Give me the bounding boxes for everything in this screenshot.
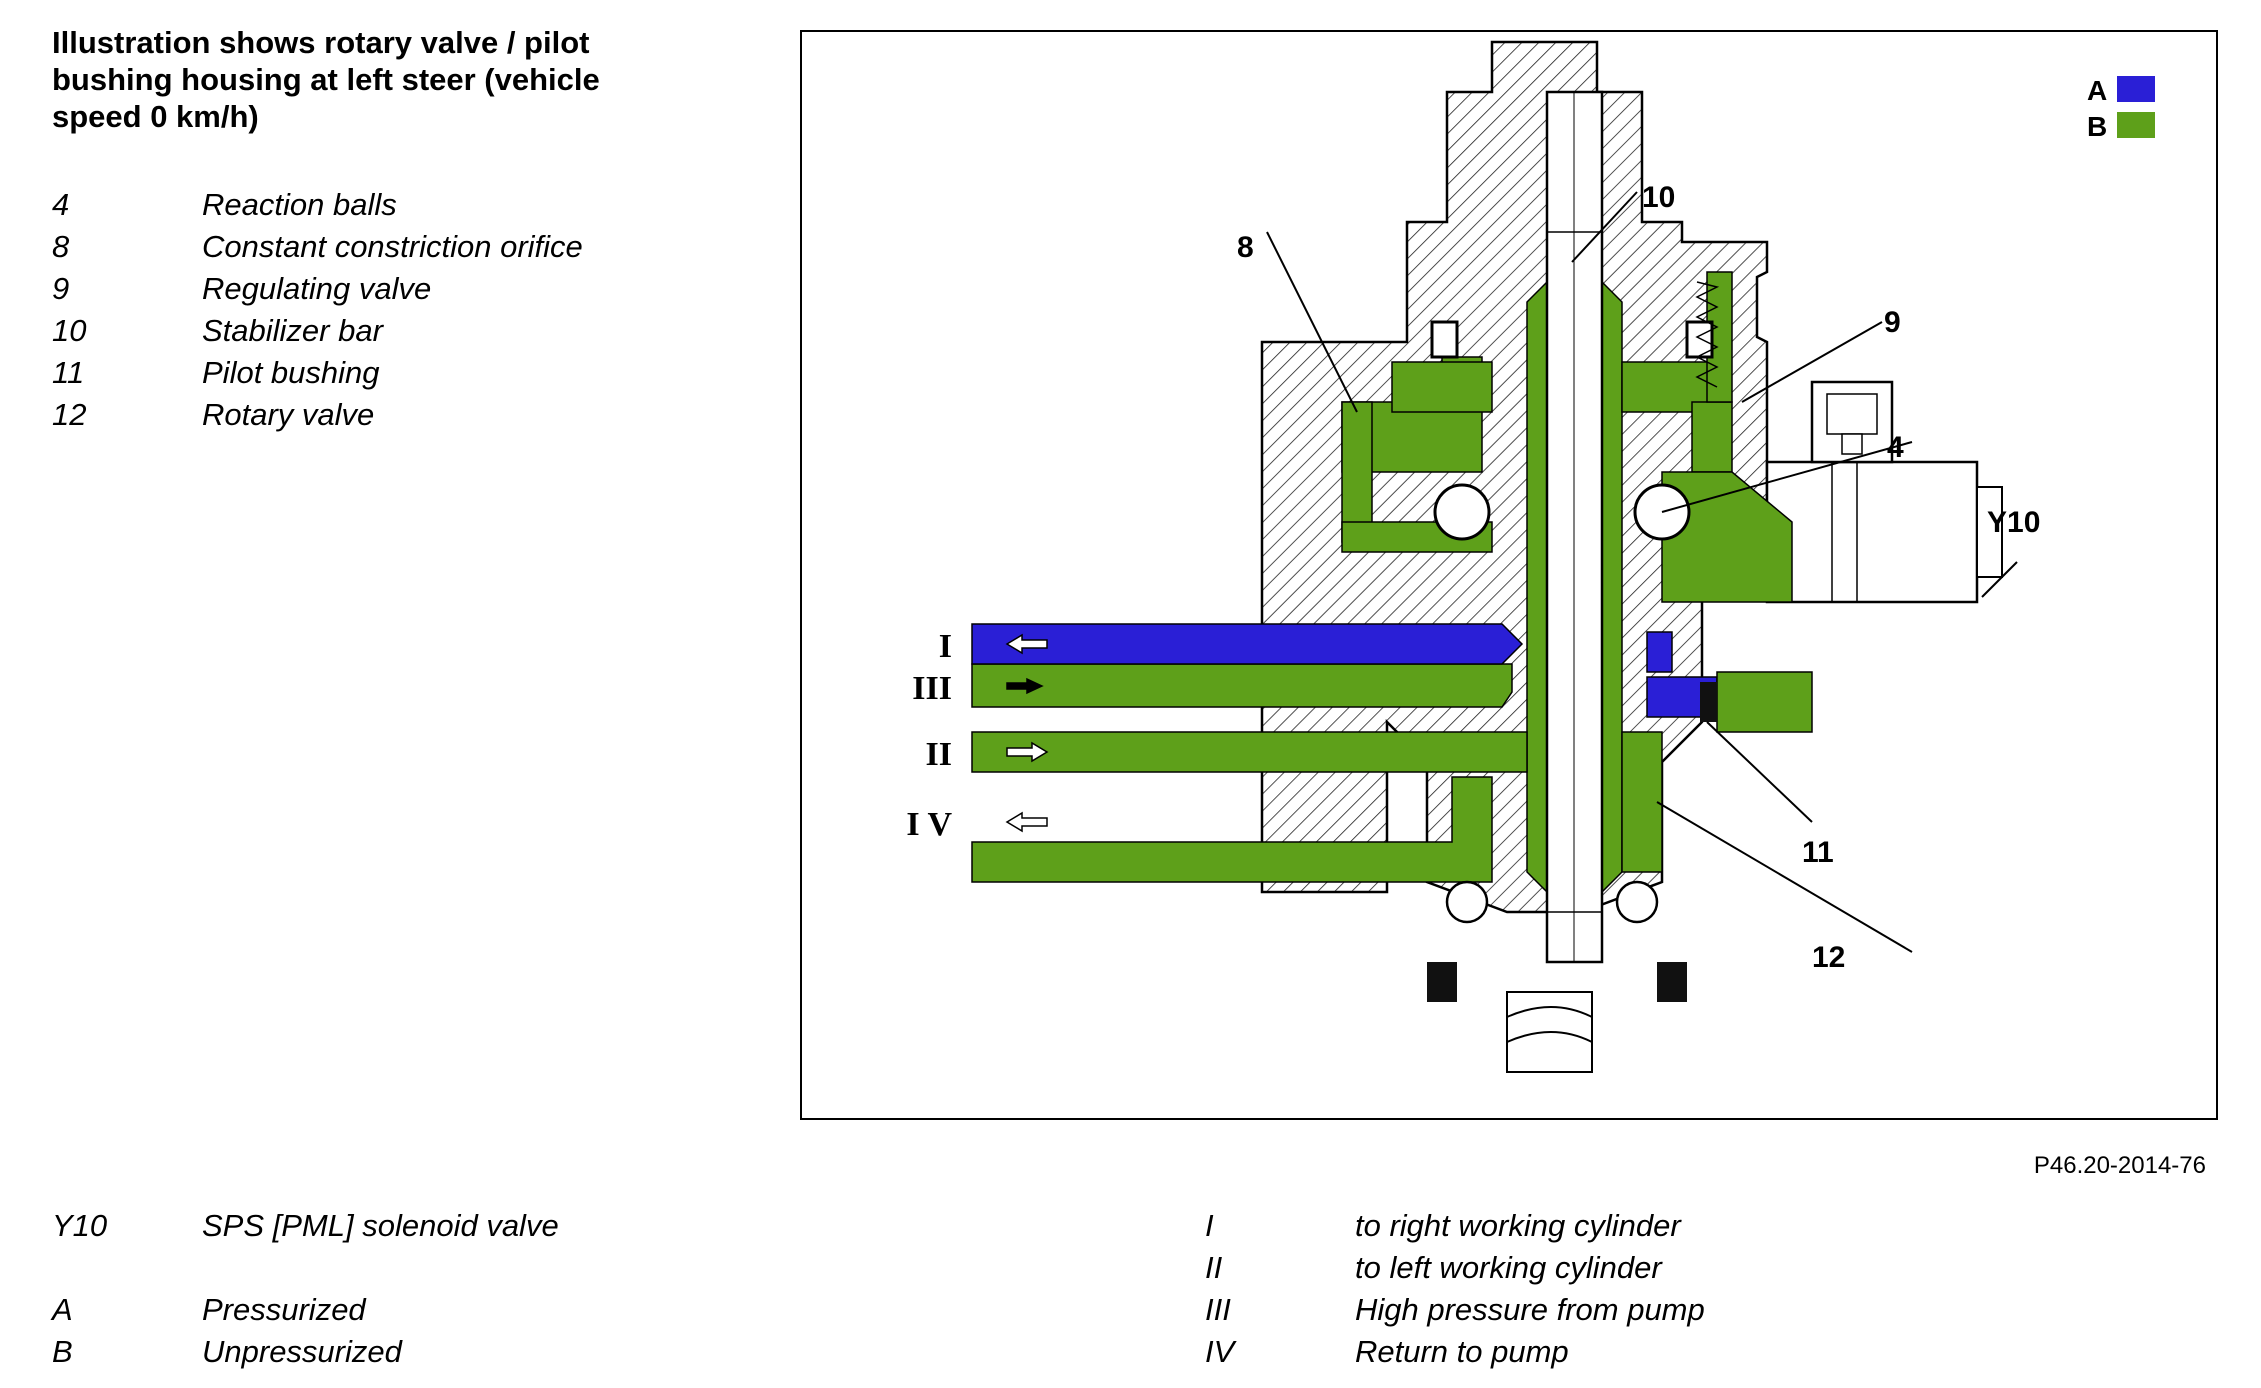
legend-label: Regulating valve — [202, 271, 432, 306]
legend-number: 12 — [52, 397, 87, 432]
legend-number: 9 — [52, 271, 70, 306]
unpressurized-passages — [971, 271, 1793, 894]
port-label-iv: I V — [906, 806, 952, 843]
legend-label: Pilot bushing — [202, 355, 380, 390]
solenoid-valve-y10 — [1765, 380, 2003, 604]
legend-key: II — [1205, 1250, 1223, 1285]
callout-10: 10 — [1642, 181, 1675, 214]
legend-label: Unpressurized — [202, 1334, 402, 1369]
valve-cross-section-diagram: 8 10 9 4 Y10 11 12 I III II I V A B — [906, 40, 2155, 1073]
port-arrows — [1005, 633, 1049, 833]
seal-ring — [1430, 320, 1459, 359]
regulating-valve-spring — [1695, 281, 1720, 388]
legend-label: Stabilizer bar — [202, 313, 383, 348]
page-title: Illustration shows rotary valve / pilot … — [52, 25, 600, 134]
legend-label: SPS [PML] solenoid valve — [202, 1208, 559, 1243]
callout-12: 12 — [1812, 941, 1845, 974]
legend-label: High pressure from pump — [1355, 1292, 1705, 1327]
legend-key: B — [52, 1334, 73, 1369]
legend-item: 4 Reaction balls — [52, 184, 583, 226]
legend-label: Constant constriction orifice — [202, 229, 583, 264]
legend-label: Pressurized — [202, 1292, 366, 1327]
pinion-thread — [1506, 1006, 1593, 1043]
legend-item: 12 Rotary valve — [52, 394, 583, 436]
port-label-iii: III — [912, 670, 952, 707]
color-legend: A B — [2087, 75, 2155, 142]
reaction-ball-left — [1433, 483, 1491, 541]
solenoid-seal — [1700, 682, 1717, 722]
callout-9: 9 — [1884, 306, 1901, 339]
legend-label: Reaction balls — [202, 187, 397, 222]
callout-4: 4 — [1887, 431, 1904, 464]
bearing-ball — [1445, 880, 1489, 924]
figure-reference: P46.20-2014-76 — [2033, 1152, 2206, 1179]
legend-label: Return to pump — [1355, 1334, 1569, 1369]
legend-key: A — [52, 1292, 73, 1327]
port-label-i: I — [939, 628, 952, 665]
legend-key-a: A — [2087, 75, 2107, 106]
port-label-ii: II — [926, 736, 952, 773]
diagram-frame: 8 10 9 4 Y10 11 12 I III II I V A B — [800, 30, 2218, 1120]
bearing-ball — [1615, 880, 1659, 924]
legend-number: 11 — [52, 355, 85, 390]
parts-legend: 4 Reaction balls 8 Constant constriction o… — [52, 184, 583, 436]
stabilizer-bar — [1545, 90, 1604, 964]
legend-bottom-left: Y10 SPS [PML] solenoid valve A Pressuriz… — [52, 1208, 752, 1388]
legend-item: 8 Constant constriction orifice — [52, 226, 583, 268]
legend-key: III — [1205, 1292, 1231, 1327]
legend-key: IV — [1205, 1334, 1235, 1369]
pressurized-swatch — [2117, 76, 2155, 102]
legend-item: 9 Regulating valve — [52, 268, 583, 310]
legend-label: to left working cylinder — [1355, 1250, 1662, 1285]
legend-label: to right working cylinder — [1355, 1208, 1681, 1243]
legend-number: 4 — [52, 187, 70, 222]
legend-key: I — [1205, 1208, 1214, 1243]
solenoid-plunger — [1716, 671, 1813, 733]
legend-label: Rotary valve — [202, 397, 375, 432]
unpressurized-swatch — [2117, 112, 2155, 138]
legend-number: 10 — [52, 313, 87, 348]
legend-key: Y10 — [52, 1208, 108, 1243]
callout-11: 11 — [1802, 836, 1834, 869]
seal-block — [1657, 962, 1687, 1002]
legend-item: 10 Stabilizer bar — [52, 310, 583, 352]
seal-block — [1427, 962, 1457, 1002]
callout-y10: Y10 — [1987, 506, 2040, 539]
legend-key-b: B — [2087, 111, 2107, 142]
legend-bottom-right: I to right working cylinder II to left w… — [1205, 1208, 2005, 1388]
legend-item: 11 Pilot bushing — [52, 352, 583, 394]
callout-8: 8 — [1237, 231, 1254, 264]
leader-lines — [1266, 191, 2018, 953]
legend-number: 8 — [52, 229, 70, 264]
